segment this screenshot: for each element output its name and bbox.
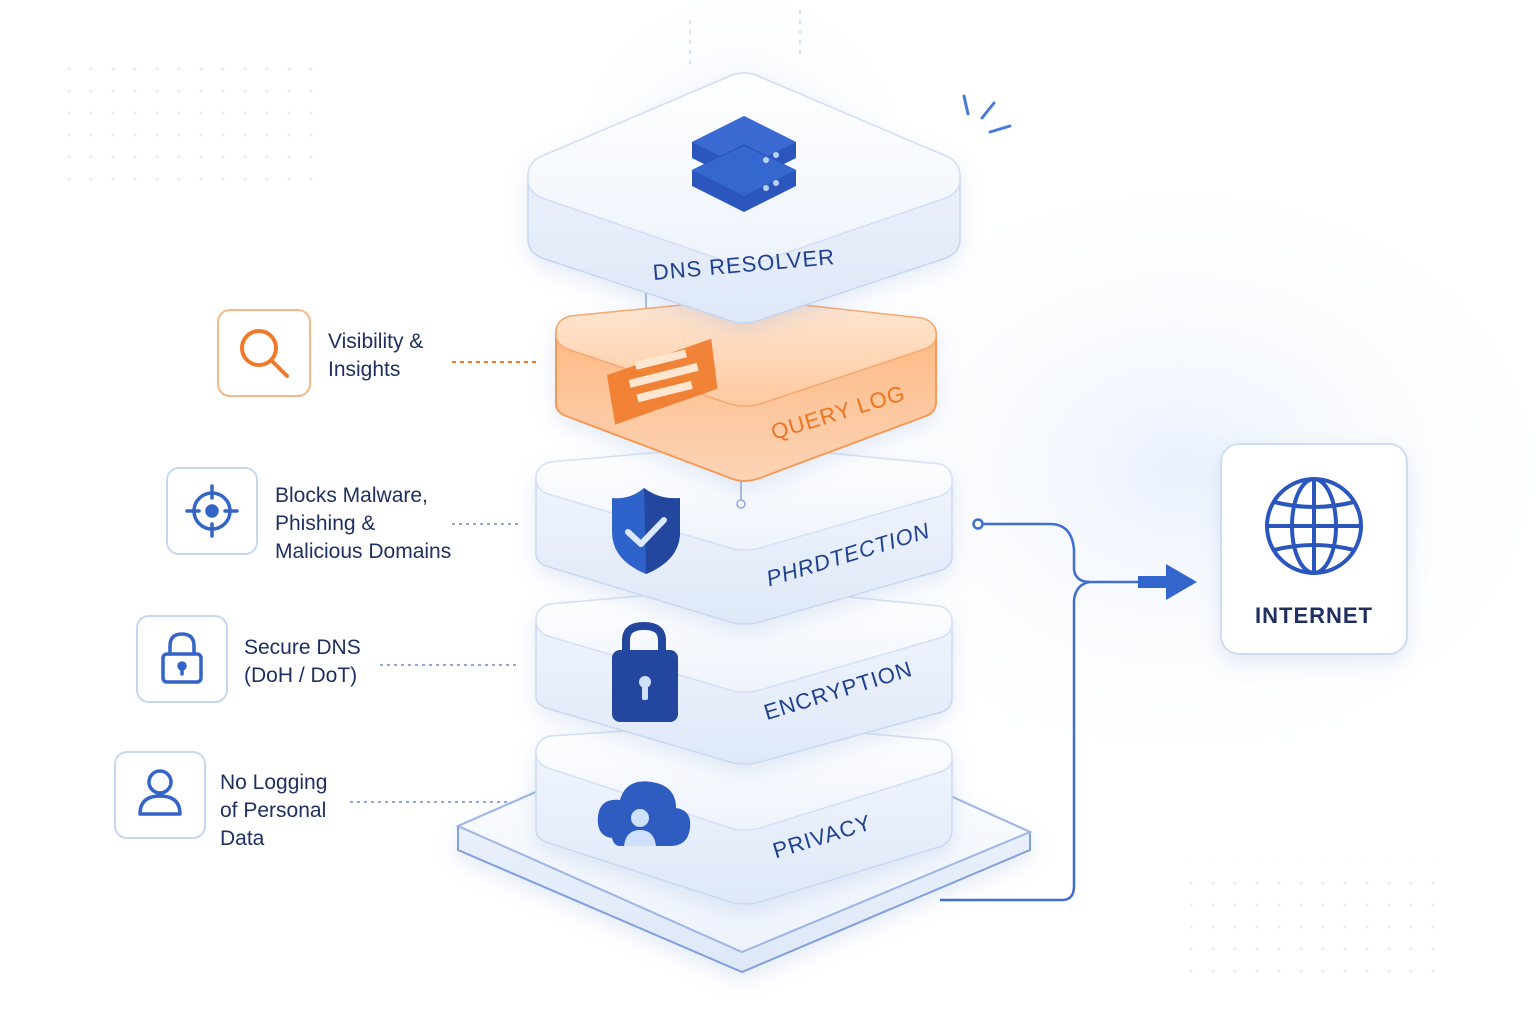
layer-privacy: PRIVACY [535, 722, 953, 905]
feature-secure-dns-line-1: Secure DNS [244, 636, 361, 659]
globe-icon [1265, 477, 1363, 575]
feature-protection-line-3: Malicious Domains [275, 540, 451, 563]
feature-no-logging-line-1: No Logging [220, 771, 327, 794]
layer-query-log: QUERY LOG [555, 298, 937, 482]
feature-protection-line-2: Phishing & [275, 512, 375, 535]
internet-label: INTERNET [1255, 603, 1373, 628]
feature-no-logging: No Logging of Personal Data [114, 751, 510, 850]
crosshair-icon [185, 484, 239, 538]
shield-check-icon [612, 488, 680, 574]
feature-visibility-line-1: Visibility & [328, 330, 423, 353]
feature-no-logging-line-3: Data [220, 827, 265, 850]
svg-text:Blocks Malware, Phishing: Blocks Malware, Phishing & Malicious Dom… [275, 484, 451, 563]
svg-text:No Logging of Personal: No Logging of Personal Data [220, 771, 333, 850]
feature-visibility: Visibility & Insights [217, 309, 540, 397]
magnifier-icon [240, 329, 289, 378]
padlock-icon [612, 621, 678, 722]
internet-connector [940, 518, 1140, 902]
layer-dns-resolver: DNS RESOLVER [527, 72, 961, 324]
svg-text:Secure DNS (DoH / DoT): Secure DNS (DoH / DoT) [244, 636, 367, 687]
user-icon [138, 769, 182, 816]
spark-decoration [962, 94, 1012, 134]
feature-visibility-line-2: Insights [328, 358, 400, 381]
feature-protection: Blocks Malware, Phishing & Malicious Dom… [166, 467, 520, 563]
server-icon [692, 116, 796, 212]
feature-secure-dns-line-2: (DoH / DoT) [244, 664, 357, 687]
lock-icon [161, 632, 203, 684]
feature-secure-dns: Secure DNS (DoH / DoT) [136, 615, 520, 703]
feature-protection-line-1: Blocks Malware, [275, 484, 428, 507]
document-icon [606, 338, 718, 425]
internet-card: INTERNET [1220, 443, 1408, 655]
feature-no-logging-line-2: of Personal [220, 799, 326, 822]
arrow-right-icon [1138, 564, 1197, 600]
cloud-user-icon [597, 781, 691, 846]
svg-text:Visibility & Insights: Visibility & Insights [328, 330, 429, 381]
